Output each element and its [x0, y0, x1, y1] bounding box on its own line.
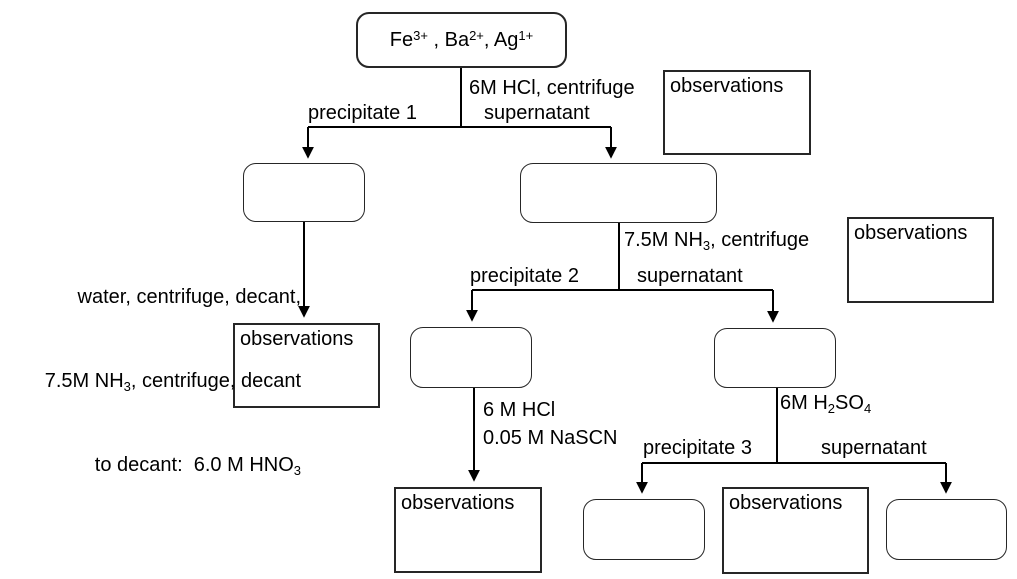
- precipitate3-box: [583, 499, 705, 560]
- observations-box-top-right: observations: [663, 70, 811, 155]
- start-ions-label: Fe3+ , Ba2+, Ag1+: [389, 27, 534, 51]
- procedure-note-line2: 7.5M NH3, centrifuge, decant: [44, 370, 301, 394]
- procedure-note: water, centrifuge, decant, 7.5M NH3, cen…: [45, 227, 301, 535]
- edge-label-step3-line1: 6 M HCl: [483, 399, 556, 421]
- observations-label: observations: [854, 222, 968, 244]
- edge-label-supernatant3: supernatant: [821, 437, 927, 459]
- edge-label-supernatant2: supernatant: [637, 265, 743, 287]
- edge-label-step2: 7.5M NH3, centrifuge: [624, 229, 810, 253]
- branch3-line: [642, 388, 946, 464]
- observations-label: observations: [401, 492, 515, 514]
- supernatant2-box: [714, 328, 836, 388]
- edge-label-supernatant1: supernatant: [484, 102, 590, 124]
- start-ions-box: Fe3+ , Ba2+, Ag1+: [356, 12, 567, 68]
- precipitate1-box: [243, 163, 365, 222]
- observations-label: observations: [670, 75, 784, 97]
- edge-label-step3-line2: 0.05 M NaSCN: [483, 427, 618, 449]
- branch2-line: [472, 223, 773, 291]
- procedure-note-line3: to decant: 6.0 M HNO3: [94, 454, 301, 478]
- procedure-note-line1: water, centrifuge, decant,: [77, 286, 301, 308]
- observations-label: observations: [729, 492, 843, 514]
- observations-label: observations: [240, 328, 354, 350]
- observations-box-bottom-right: observations: [722, 487, 869, 574]
- observations-box-mid-right: observations: [847, 217, 994, 303]
- edge-label-precipitate2: precipitate 2: [470, 265, 579, 287]
- observations-box-bottom-middle: observations: [394, 487, 542, 573]
- edge-label-precipitate1: precipitate 1: [308, 102, 417, 124]
- branch1-line: [308, 68, 611, 128]
- precipitate2-box: [410, 327, 532, 388]
- edge-label-step4: 6M H2SO4: [780, 392, 872, 416]
- edge-label-step1: 6M HCl, centrifuge: [469, 77, 635, 99]
- edge-label-precipitate3: precipitate 3: [643, 437, 752, 459]
- observations-box-left: observations: [233, 323, 380, 408]
- supernatant3-box: [886, 499, 1007, 560]
- supernatant1-box: [520, 163, 717, 223]
